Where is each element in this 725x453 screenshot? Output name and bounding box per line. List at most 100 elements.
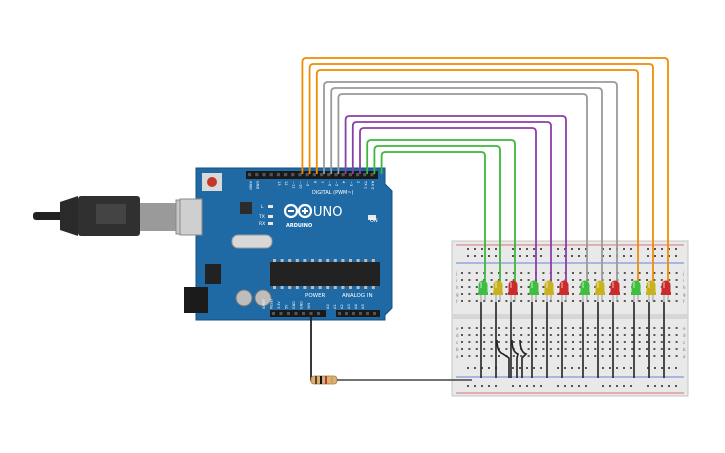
led-green[interactable] <box>478 280 488 303</box>
breadboard-hole[interactable] <box>557 272 560 274</box>
breadboard-hole[interactable] <box>483 348 486 350</box>
breadboard-hole[interactable] <box>512 279 515 281</box>
rail-hole[interactable] <box>578 255 580 257</box>
breadboard-hole[interactable] <box>461 341 463 343</box>
breadboard-hole[interactable] <box>498 334 500 336</box>
header-socket[interactable] <box>305 173 309 177</box>
breadboard-hole[interactable] <box>483 334 486 336</box>
breadboard-hole[interactable] <box>594 272 597 274</box>
rail-hole[interactable] <box>630 248 632 250</box>
breadboard-hole[interactable] <box>653 341 656 343</box>
breadboard-hole[interactable] <box>527 334 530 336</box>
rail-hole[interactable] <box>481 255 483 257</box>
breadboard-hole[interactable] <box>527 300 530 302</box>
rail-hole[interactable] <box>467 248 469 250</box>
breadboard-hole[interactable] <box>675 286 678 288</box>
led-green[interactable] <box>580 280 590 303</box>
breadboard-hole[interactable] <box>579 279 582 281</box>
breadboard-hole[interactable] <box>572 341 574 343</box>
breadboard-hole[interactable] <box>557 341 560 343</box>
rail-hole[interactable] <box>585 385 587 387</box>
rail-hole[interactable] <box>495 248 497 250</box>
breadboard-hole[interactable] <box>675 293 678 295</box>
rail-hole[interactable] <box>630 385 632 387</box>
breadboard-hole[interactable] <box>653 300 656 302</box>
rail-hole[interactable] <box>661 255 663 257</box>
rail-hole[interactable] <box>585 248 587 250</box>
breadboard-hole[interactable] <box>668 300 671 302</box>
breadboard-hole[interactable] <box>557 327 560 329</box>
rail-hole[interactable] <box>661 385 663 387</box>
rail-hole[interactable] <box>488 385 490 387</box>
breadboard-hole[interactable] <box>646 279 648 281</box>
breadboard-hole[interactable] <box>475 341 478 343</box>
ground-jumper-wire[interactable] <box>496 339 510 378</box>
rail-hole[interactable] <box>557 385 559 387</box>
breadboard-hole[interactable] <box>490 341 493 343</box>
breadboard-hole[interactable] <box>475 327 478 329</box>
breadboard-hole[interactable] <box>461 286 463 288</box>
rail-hole[interactable] <box>512 385 514 387</box>
rail-hole[interactable] <box>519 248 521 250</box>
rail-hole[interactable] <box>512 248 514 250</box>
rail-hole[interactable] <box>623 385 625 387</box>
breadboard-hole[interactable] <box>586 300 589 302</box>
breadboard-hole[interactable] <box>527 272 530 274</box>
breadboard-hole[interactable] <box>660 355 663 357</box>
header-socket[interactable] <box>366 312 369 315</box>
rail-hole[interactable] <box>540 255 542 257</box>
breadboard-hole[interactable] <box>542 279 545 281</box>
breadboard-hole[interactable] <box>490 355 493 357</box>
breadboard-hole[interactable] <box>586 341 589 343</box>
breadboard-hole[interactable] <box>461 348 463 350</box>
breadboard-hole[interactable] <box>653 348 656 350</box>
breadboard-hole[interactable] <box>668 341 671 343</box>
rail-hole[interactable] <box>647 385 649 387</box>
usb-cable[interactable] <box>33 196 197 236</box>
breadboard-hole[interactable] <box>586 348 589 350</box>
rail-hole[interactable] <box>647 367 649 369</box>
breadboard-hole[interactable] <box>557 286 560 288</box>
breadboard-hole[interactable] <box>564 341 567 343</box>
breadboard-hole[interactable] <box>527 348 530 350</box>
rail-hole[interactable] <box>557 248 559 250</box>
breadboard-hole[interactable] <box>609 348 611 350</box>
breadboard-hole[interactable] <box>505 279 508 281</box>
header-socket[interactable] <box>338 312 341 315</box>
breadboard-hole[interactable] <box>594 334 597 336</box>
rail-hole[interactable] <box>533 367 535 369</box>
led-green[interactable] <box>631 280 641 303</box>
breadboard-hole[interactable] <box>579 341 582 343</box>
breadboard-hole[interactable] <box>505 348 508 350</box>
breadboard-hole[interactable] <box>572 279 574 281</box>
rail-hole[interactable] <box>602 248 604 250</box>
rail-hole[interactable] <box>609 367 611 369</box>
breadboard-hole[interactable] <box>594 348 597 350</box>
breadboard-hole[interactable] <box>498 327 500 329</box>
breadboard-hole[interactable] <box>653 279 656 281</box>
breadboard-hole[interactable] <box>638 348 641 350</box>
breadboard-hole[interactable] <box>668 334 671 336</box>
breadboard-hole[interactable] <box>461 300 463 302</box>
header-socket[interactable] <box>309 312 313 315</box>
breadboard-hole[interactable] <box>557 279 560 281</box>
breadboard-hole[interactable] <box>616 348 619 350</box>
breadboard-hole[interactable] <box>631 279 634 281</box>
rail-hole[interactable] <box>647 248 649 250</box>
rail-hole[interactable] <box>602 255 604 257</box>
rail-hole[interactable] <box>540 367 542 369</box>
breadboard-hole[interactable] <box>483 341 486 343</box>
breadboard-hole[interactable] <box>638 334 641 336</box>
breadboard-hole[interactable] <box>653 355 656 357</box>
breadboard-hole[interactable] <box>638 300 641 302</box>
rail-hole[interactable] <box>630 255 632 257</box>
breadboard-hole[interactable] <box>512 300 515 302</box>
signal-wire[interactable] <box>315 69 639 292</box>
breadboard-hole[interactable] <box>609 355 611 357</box>
breadboard-hole[interactable] <box>557 355 560 357</box>
breadboard-hole[interactable] <box>660 279 663 281</box>
rail-hole[interactable] <box>623 255 625 257</box>
breadboard-hole[interactable] <box>490 279 493 281</box>
breadboard-hole[interactable] <box>579 348 582 350</box>
rail-hole[interactable] <box>474 248 476 250</box>
